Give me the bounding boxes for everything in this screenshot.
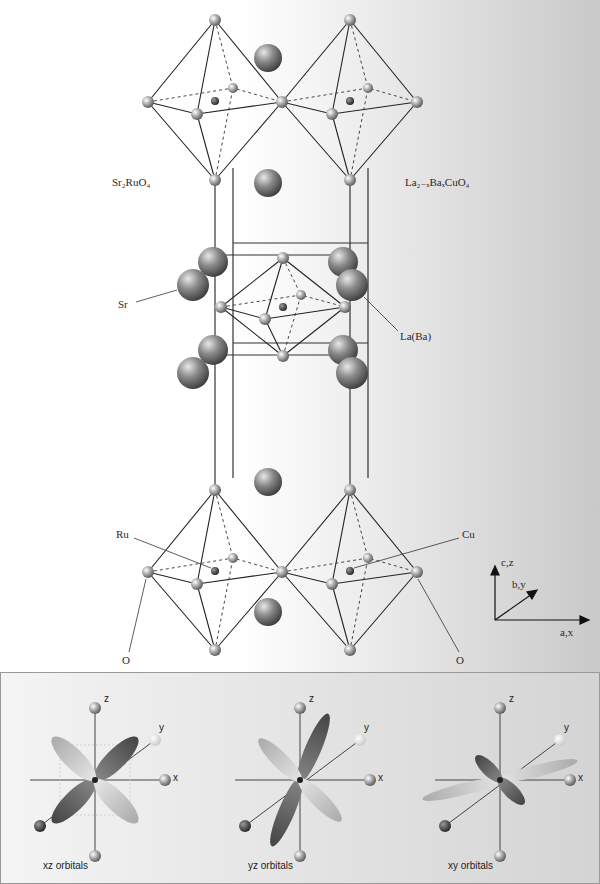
- atom-label: O: [122, 654, 130, 666]
- axis-label: z: [309, 693, 314, 704]
- xz-orbital: [30, 702, 171, 862]
- xy-orbital: [421, 702, 579, 862]
- axis-label: x: [378, 772, 383, 783]
- cation-atoms: [177, 44, 368, 626]
- axis-label: x: [578, 772, 583, 783]
- axis-label: c,z: [501, 556, 514, 568]
- metal-atoms: [211, 97, 354, 575]
- axis-label: z: [104, 693, 109, 704]
- axis-label: y: [564, 722, 569, 733]
- orbital-caption: yz orbitals: [248, 860, 293, 871]
- axes: [491, 566, 589, 624]
- orbital-panel: [1, 673, 600, 884]
- axis-label: y: [159, 722, 164, 733]
- formula-label: La₂₋ₓBaₓCuO₄: [405, 176, 469, 188]
- axis-label: b,y: [512, 578, 526, 590]
- atom-label: Sr: [118, 298, 128, 310]
- axis-label: a,x: [560, 626, 573, 638]
- yz-orbital: [235, 702, 376, 862]
- atom-label: La(Ba): [400, 330, 431, 342]
- atom-label: O: [456, 654, 464, 666]
- octahedra: [148, 20, 417, 650]
- orbital-caption: xy orbitals: [448, 860, 493, 871]
- leader-lines: [129, 290, 459, 652]
- axis-label: y: [364, 722, 369, 733]
- axis-label: x: [173, 772, 178, 783]
- unit-cell: [215, 168, 368, 490]
- octahedra-back-edges: [148, 20, 417, 650]
- axis-label: z: [509, 693, 514, 704]
- orbital-caption: xz orbitals: [43, 860, 88, 871]
- atom-label: Ru: [116, 528, 129, 540]
- formula-label: Sr₂RuO₄: [112, 176, 150, 188]
- atom-label: Cu: [462, 528, 475, 540]
- oxygen-atoms: [142, 14, 423, 656]
